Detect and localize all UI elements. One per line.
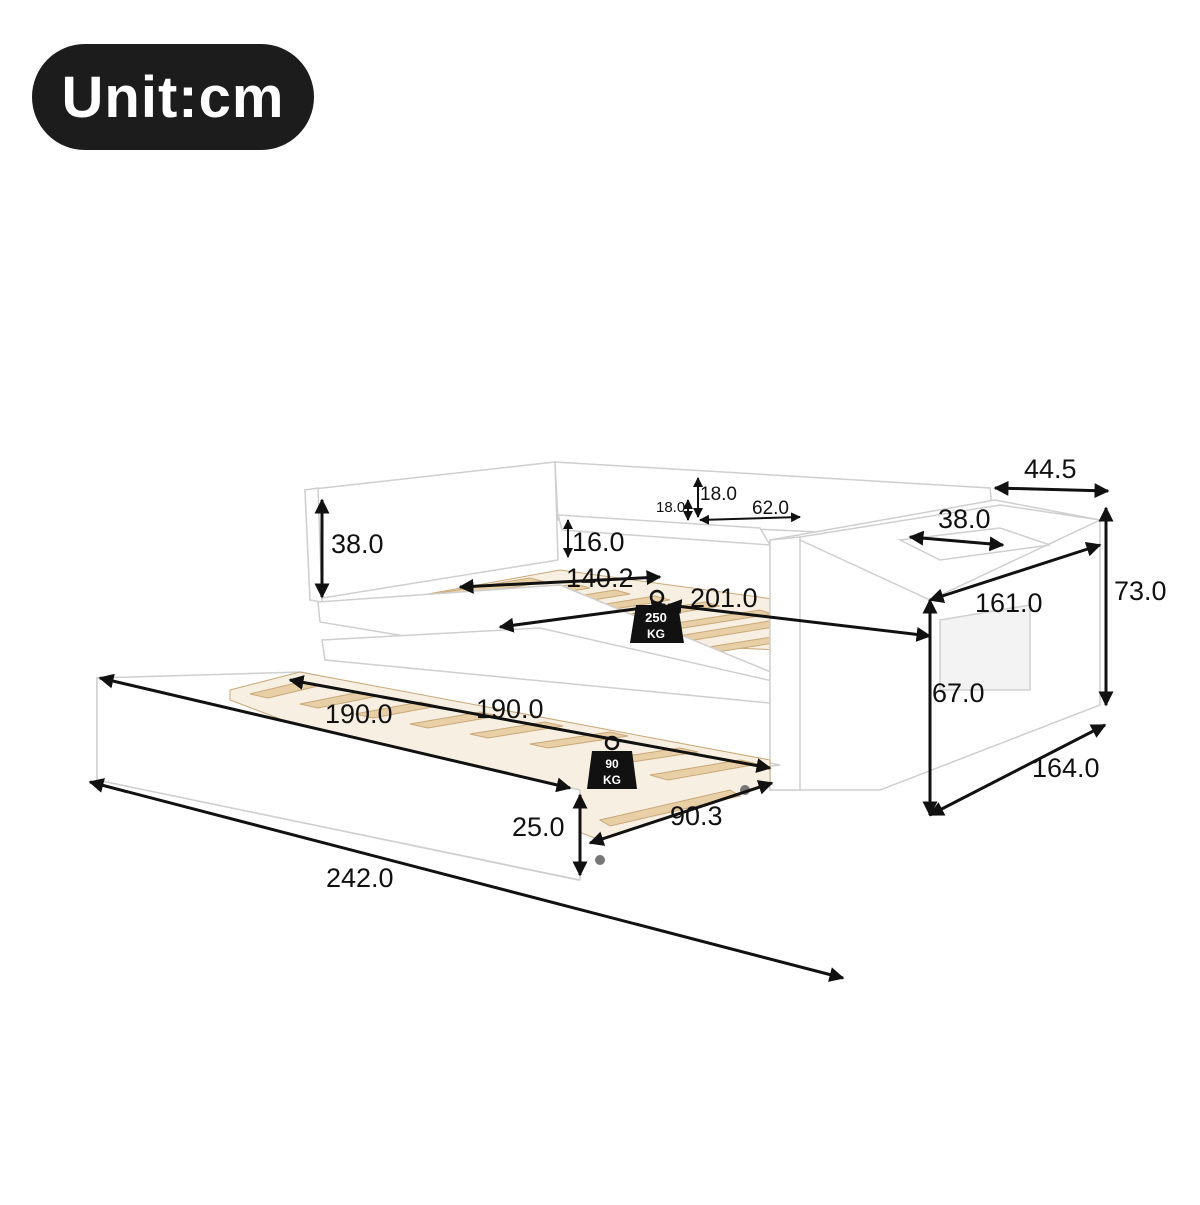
label-trundle-length-right: 190.0 [476,694,544,724]
label-side-height: 38.0 [331,529,384,559]
trundle-weight-value: 90 [605,757,619,771]
dimension-arrows [88,477,1114,982]
label-total-depth: 164.0 [1032,753,1100,783]
label-cabinet-shelf-width: 38.0 [938,504,991,534]
label-cabinet-lower-height: 67.0 [932,678,985,708]
unit-label: Unit:cm [61,64,285,130]
label-cabinet-depth: 44.5 [1024,454,1077,484]
unit-badge: Unit:cm [32,44,314,150]
label-inner-width: 140.2 [566,563,634,593]
label-shelf-height-small: 18.0 [700,484,737,505]
label-trundle-height: 25.0 [512,812,565,842]
label-shelf-inner-height: 16.0 [572,527,625,557]
label-trundle-width: 90.3 [670,801,723,831]
label-cabinet-width: 161.0 [975,588,1043,618]
label-shelf-depth-small: 18.0 [656,499,685,516]
label-bed-length: 201.0 [690,583,758,613]
label-cabinet-height: 73.0 [1114,576,1167,606]
label-total-length: 242.0 [326,863,394,893]
main-weight-unit: KG [647,627,665,641]
label-trundle-length-left: 190.0 [325,699,393,729]
dimension-labels: 38.0 16.0 18.0 18.0 62.0 44.5 38.0 140.2… [325,454,1167,893]
main-weight-value: 250 [645,610,667,625]
label-shelf-width: 62.0 [752,498,789,519]
trundle [96,671,781,881]
main-weight-badge: 250 KG [630,589,684,643]
trundle-weight-badge: 90 KG [587,735,637,789]
trundle-weight-unit: KG [603,773,621,787]
